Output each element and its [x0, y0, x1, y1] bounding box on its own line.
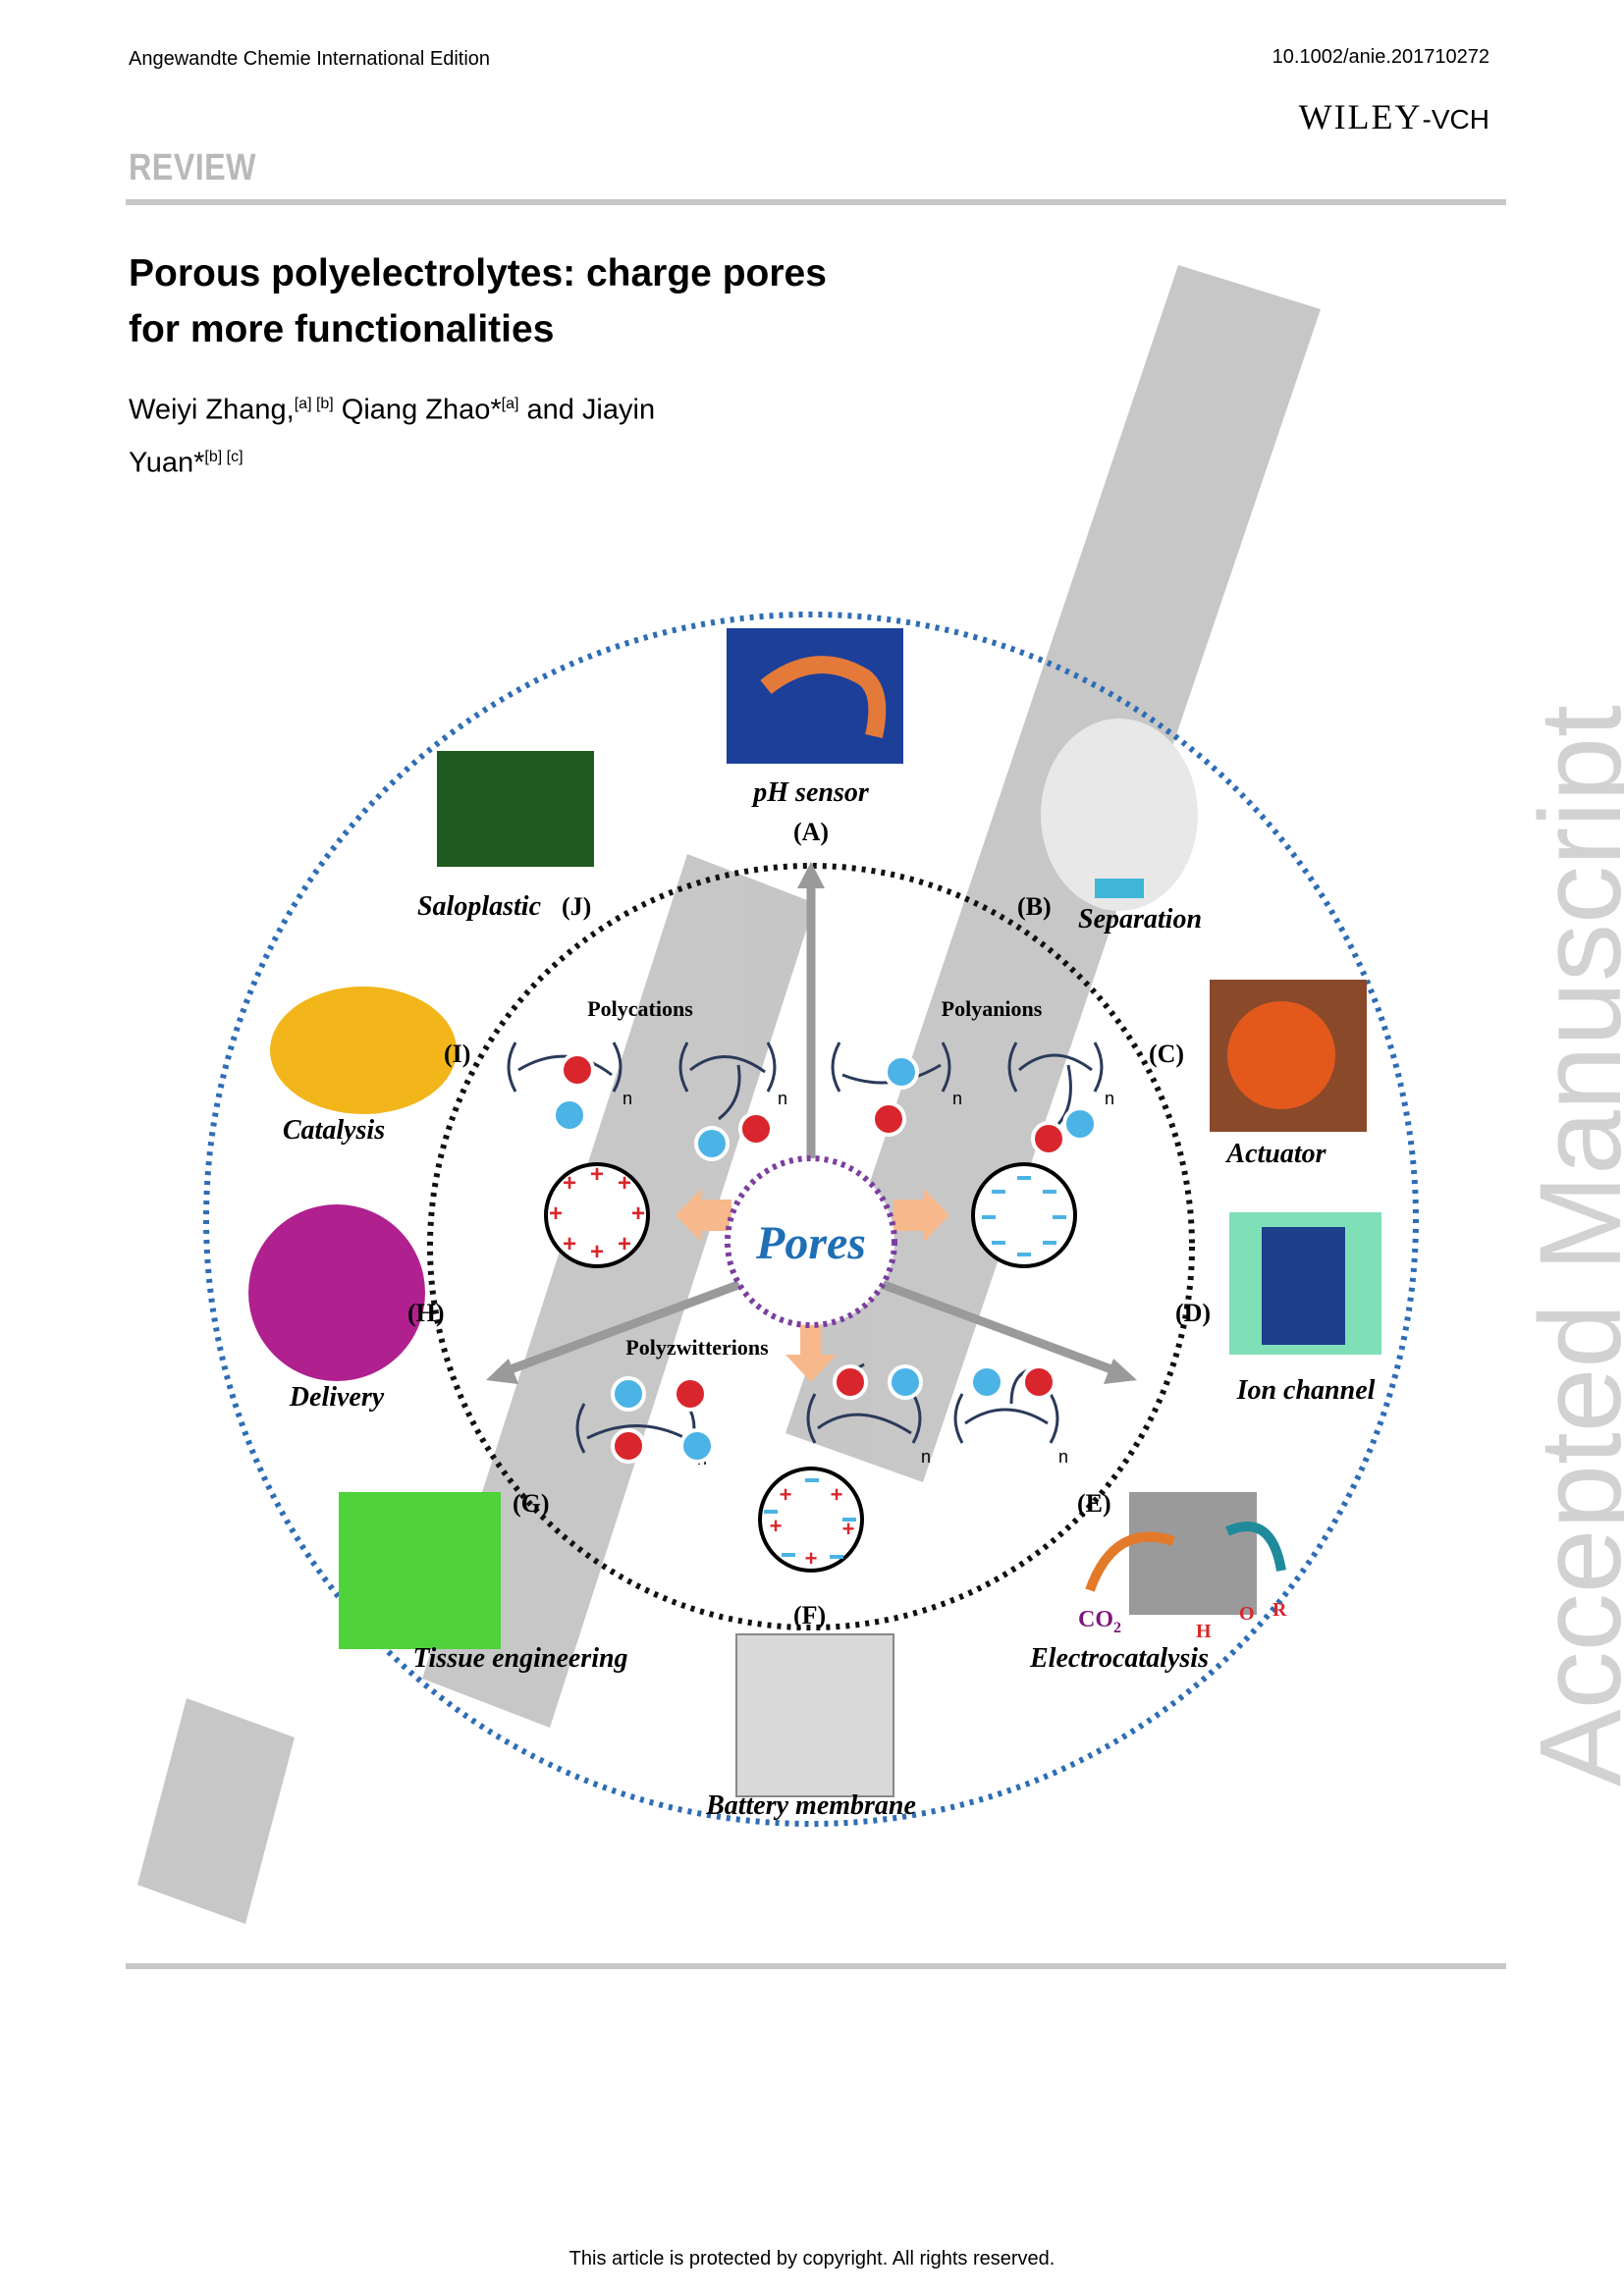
label-actuator: Actuator [1224, 1139, 1326, 1169]
svg-text:+: + [780, 1482, 792, 1507]
label-delivery: Delivery [289, 1382, 385, 1413]
letter-h: (H) [407, 1299, 445, 1327]
electrocatalysis-image [1129, 1492, 1257, 1615]
journal-name: Angewandte Chemie International Edition [129, 48, 491, 70]
letter-a: (A) [793, 818, 829, 846]
watermark-wiley-vch [137, 265, 1321, 1924]
section-label: REVIEW [129, 147, 256, 188]
h-atom: H [1196, 1621, 1212, 1642]
svg-text:CO2: CO2 [1078, 1607, 1121, 1636]
top-rule [126, 199, 1506, 205]
direction-arrows [486, 862, 1137, 1384]
svg-text:+: + [563, 1170, 576, 1197]
pores-label: Pores [755, 1217, 866, 1269]
anion-pore [971, 1162, 1077, 1268]
application-letters: (A) (B) (C) (D) (E) (F) (G) (H) (I) (J) [407, 818, 1211, 1629]
svg-text:+: + [590, 1239, 604, 1265]
letter-i: (I) [444, 1040, 470, 1068]
svg-text:+: + [618, 1170, 631, 1197]
co2-subscript: 2 [1113, 1620, 1121, 1636]
letter-b: (B) [1017, 892, 1052, 921]
application-images [248, 628, 1381, 1797]
publisher-logo: WILEY-VCH [1299, 96, 1489, 137]
electrocatalysis-chemistry: CO2 H O R [1078, 1522, 1287, 1642]
outer-dotted-ring [203, 612, 1419, 1827]
svg-text:+: + [590, 1161, 604, 1188]
publisher-suffix: -VCH [1422, 104, 1489, 134]
label-ph-sensor: pH sensor [751, 777, 870, 808]
svg-text:+: + [631, 1201, 645, 1227]
author-2-affil: [a] [501, 396, 519, 412]
cation-pore: +++ ++ +++ [544, 1161, 650, 1268]
n-label: n [952, 1089, 962, 1108]
letter-f: (F) [793, 1601, 826, 1629]
label-separation: Separation [1078, 904, 1202, 934]
letter-d: (D) [1175, 1299, 1211, 1327]
letter-e: (E) [1077, 1489, 1111, 1518]
svg-text:+: + [831, 1482, 843, 1507]
n-label: n [778, 1089, 787, 1108]
svg-text:+: + [842, 1517, 855, 1541]
catalysis-image [270, 987, 457, 1114]
inner-dotted-ring [427, 863, 1195, 1630]
author-list: Weiyi Zhang,[a] [b] Qiang Zhao*[a] and J… [129, 381, 737, 486]
letter-j: (J) [562, 892, 591, 921]
pores-ring [725, 1155, 897, 1328]
n-label: n [623, 1089, 632, 1108]
application-names: pH sensor Separation Actuator Ion channe… [283, 777, 1376, 1821]
n-label: n [1105, 1089, 1114, 1108]
doi: 10.1002/anie.201710272 [1272, 46, 1489, 68]
author-3-affil: [b] [c] [204, 448, 244, 465]
n-label: n [1058, 1447, 1068, 1467]
polycations-label: Polycations [587, 996, 693, 1021]
orange-arrows [676, 1188, 949, 1382]
letter-g: (G) [513, 1489, 550, 1518]
tissue-engineering-image [339, 1492, 501, 1649]
label-catalysis: Catalysis [283, 1115, 385, 1146]
label-tissue-engineering: Tissue engineering [412, 1643, 627, 1674]
label-battery-membrane: Battery membrane [705, 1790, 916, 1821]
copyright-footer: This article is protected by copyright. … [568, 2248, 1056, 2269]
delivery-image [248, 1204, 425, 1381]
letter-c: (C) [1149, 1040, 1184, 1068]
svg-text:+: + [563, 1231, 576, 1257]
article-title: Porous polyelectrolytes: charge pores fo… [129, 252, 827, 350]
co2-text: CO [1078, 1607, 1113, 1632]
charge-bubbles [552, 1052, 1098, 1464]
label-ion-channel: Ion channel [1236, 1375, 1376, 1406]
polyzwitterions-label: Polyzwitterions [625, 1335, 769, 1360]
o-atom: O [1239, 1603, 1255, 1625]
label-electrocatalysis: Electrocatalysis [1029, 1643, 1209, 1674]
r-group: R [1272, 1599, 1287, 1621]
n-label: n [921, 1447, 931, 1467]
svg-text:+: + [805, 1546, 818, 1571]
saloplastic-image [437, 751, 594, 867]
accepted-manuscript-stamp: Accepted Manuscript [1516, 705, 1624, 1787]
author-3: and Jiayin Yuan* [129, 394, 656, 479]
author-1-affil: [a] [b] [294, 396, 334, 412]
polyanions-label: Polyanions [942, 996, 1043, 1021]
author-2: Qiang Zhao* [333, 394, 502, 426]
publisher-main: WILEY [1298, 97, 1423, 136]
separation-image [1041, 719, 1198, 911]
author-1: Weiyi Zhang, [129, 394, 295, 426]
zwitterion-pore: + + + + + [758, 1467, 864, 1573]
svg-text:+: + [549, 1201, 563, 1227]
label-saloplastic: Saloplastic [417, 891, 542, 922]
svg-text:+: + [618, 1231, 631, 1257]
bottom-rule [126, 1963, 1506, 1969]
battery-membrane-image [735, 1633, 894, 1797]
svg-text:+: + [770, 1514, 783, 1538]
